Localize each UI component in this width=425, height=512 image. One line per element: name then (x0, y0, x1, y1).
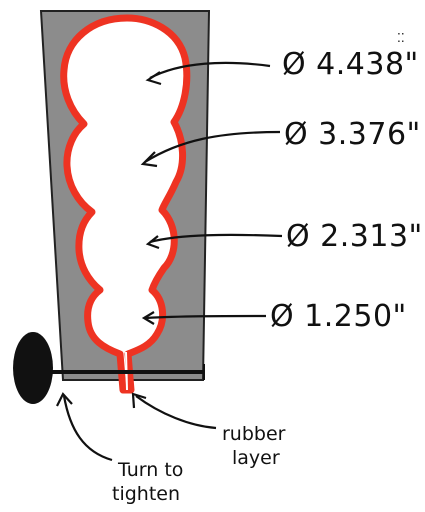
leader-arrow-3 (149, 233, 283, 244)
knob-note-arrow (62, 395, 113, 462)
dimension-label-3: Ø 2.313" (286, 219, 423, 254)
tightening-knob-icon (13, 332, 53, 404)
rubber-note-line1: rubber (222, 423, 286, 445)
leader-arrow-4 (145, 314, 267, 320)
leader-arrowhead-3 (145, 235, 160, 250)
leader-arrowhead-4 (141, 311, 155, 325)
rubber-note-arrow (135, 395, 217, 430)
dimension-label-4: Ø 1.250" (270, 299, 407, 334)
rubber-layer-cavity (60, 14, 191, 394)
dimension-label-2: Ø 3.376" (284, 117, 421, 152)
leader-arrow-1 (149, 61, 271, 79)
leader-arrowhead-1 (145, 71, 162, 86)
knob-note-line2: tighten (112, 483, 180, 505)
leader-arrow-2 (144, 130, 281, 163)
rubber-note-arrowhead (131, 392, 147, 409)
knob-note-line1: Turn to (117, 459, 183, 481)
leader-arrowhead-2 (140, 151, 158, 168)
stray-mark: ⁚⁚ (397, 31, 405, 45)
knob-note-arrowhead (56, 392, 73, 407)
rubber-note-line2: layer (232, 447, 280, 469)
dimension-label-1: Ø 4.438" (282, 47, 419, 82)
